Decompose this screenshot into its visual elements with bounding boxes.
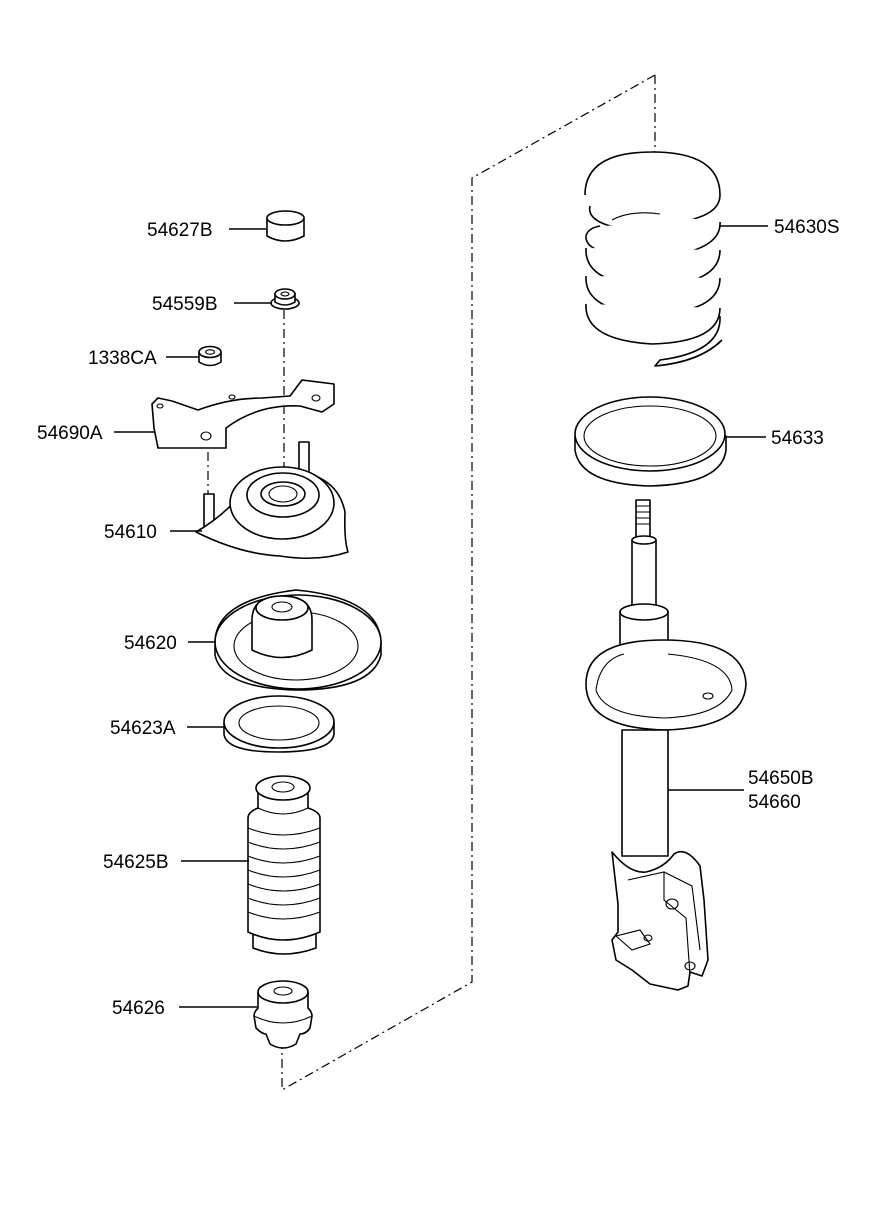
label-54690a: 54690A <box>37 423 103 444</box>
cap-54627b <box>266 210 305 242</box>
spring-pad-54633 <box>574 396 727 487</box>
assembly-boundary-line <box>281 74 656 1091</box>
label-54660: 54660 <box>748 792 801 813</box>
label-54630s: 54630S <box>774 217 840 238</box>
label-54633: 54633 <box>771 428 824 449</box>
label-54627b: 54627B <box>147 220 213 241</box>
label-54610: 54610 <box>104 522 157 543</box>
label-54626: 54626 <box>112 998 165 1019</box>
label-54620: 54620 <box>124 633 177 654</box>
label-54650b: 54650B <box>748 768 814 789</box>
strut-mount-54610 <box>195 441 349 560</box>
coil-spring-54630s <box>584 151 723 367</box>
spring-seat-54620 <box>214 589 382 691</box>
label-1338ca: 1338CA <box>88 348 157 369</box>
bearing-54623a <box>223 695 335 753</box>
label-54625b: 54625B <box>103 852 169 873</box>
dust-boot-54625b <box>247 775 321 955</box>
label-54559b: 54559B <box>152 294 218 315</box>
strut-assembly-54650b <box>585 499 747 991</box>
flange-nut-54559b <box>270 288 300 310</box>
bracket-54690a <box>151 379 335 449</box>
nut-1338ca <box>198 345 222 367</box>
bump-stopper-54626 <box>253 980 313 1049</box>
label-54623a: 54623A <box>110 718 176 739</box>
